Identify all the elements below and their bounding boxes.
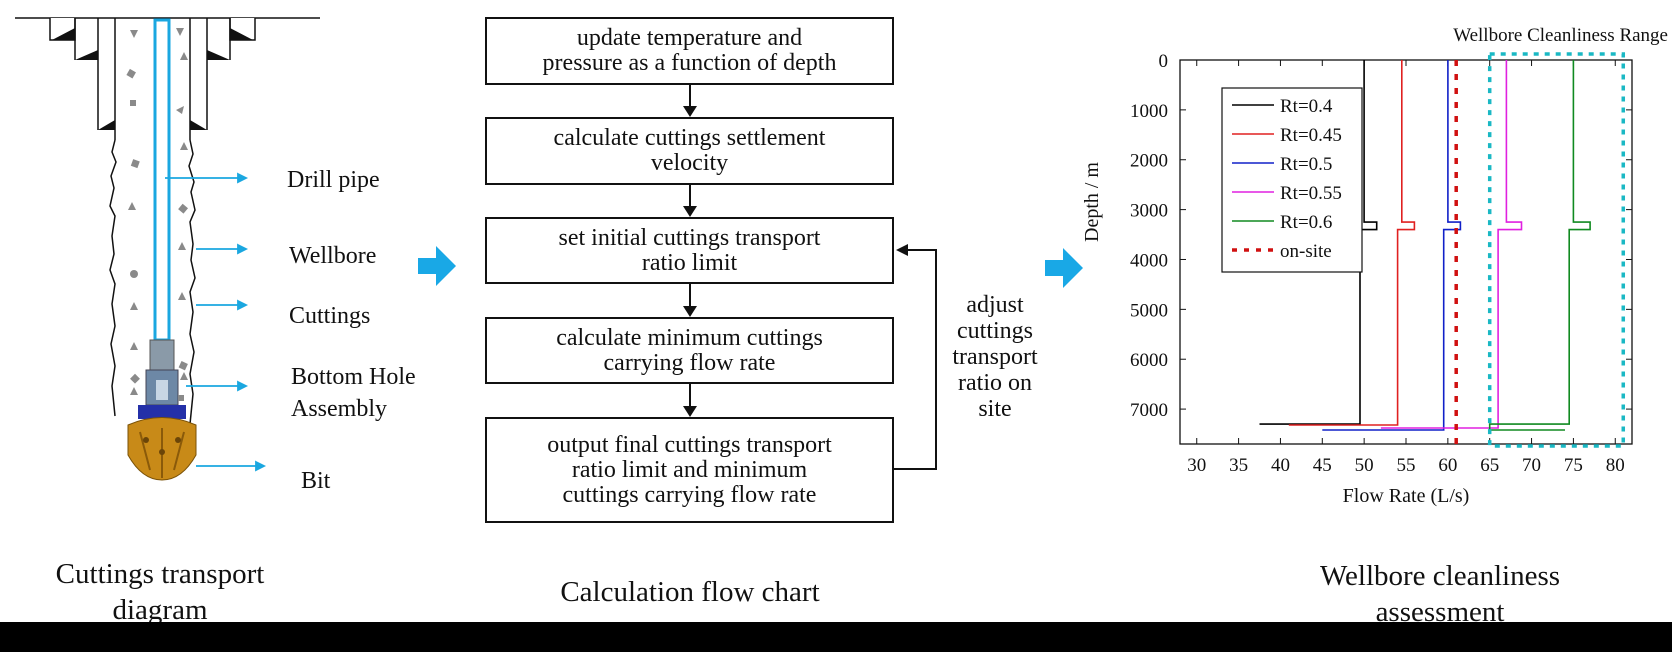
caption-left-line2: diagram — [112, 594, 208, 626]
cuttings-transport-diagram — [15, 17, 320, 481]
cleanliness-range-box — [1487, 52, 1626, 448]
x-axis-label: Flow Rate (L/s) — [1343, 485, 1470, 507]
x-tick-label: 75 — [1564, 455, 1583, 476]
caption-wellbore-assessment: Wellbore cleanliness assessment — [1270, 558, 1610, 630]
x-tick-label: 50 — [1355, 455, 1374, 476]
flow-arrow-1 — [683, 85, 697, 117]
flow-step-1-text: update temperature and pressure as a fun… — [542, 25, 837, 76]
flow-step-5-text: output final cuttings transport ratio li… — [547, 431, 832, 508]
flow-loop-label: adjust cuttings transport ratio on site — [952, 292, 1038, 422]
legend-label: Rt=0.4 — [1280, 96, 1333, 117]
legend-box — [1221, 87, 1363, 273]
series-line-rt-0-6 — [1488, 60, 1591, 431]
legend-label: Rt=0.6 — [1280, 212, 1332, 233]
y-tick-label: 1000 — [1130, 101, 1168, 122]
cleanliness-range-label: Wellbore Cleanliness Range — [1453, 25, 1668, 46]
flow-step-4-text: calculate minimum cuttings carrying flow… — [556, 324, 823, 376]
flow-step-2: calculate cuttings settlement velocity — [485, 117, 894, 185]
label-drill-pipe: Drill pipe — [287, 167, 380, 193]
x-tick-label: 55 — [1397, 455, 1416, 476]
flow-step-1: update temperature and pressure as a fun… — [485, 17, 894, 85]
x-tick-label: 40 — [1271, 455, 1290, 476]
bottom-black-bar — [0, 622, 1672, 652]
series-line-rt-0-45 — [1288, 60, 1416, 426]
flow-step-3-text: set initial cuttings transport ratio lim… — [558, 224, 821, 276]
flow-step-4: calculate minimum cuttings carrying flow… — [485, 317, 894, 384]
flow-step-2-text: calculate cuttings settlement velocity — [553, 125, 826, 176]
series-line-rt-0-4 — [1259, 60, 1378, 425]
y-tick-label: 4000 — [1130, 250, 1168, 271]
flow-arrow-2 — [683, 185, 697, 217]
series-line-rt-0-5 — [1322, 60, 1462, 431]
series-line-rt-0-55 — [1380, 60, 1523, 429]
connector-arrow-left — [418, 246, 456, 286]
y-tick-label: 3000 — [1130, 201, 1168, 222]
label-cuttings: Cuttings — [289, 303, 371, 329]
caption-flow-chart: Calculation flow chart — [560, 576, 820, 608]
connector-arrow-right — [1045, 248, 1083, 288]
legend-label: on-site — [1280, 241, 1332, 262]
x-tick-label: 70 — [1522, 455, 1541, 476]
x-tick-label: 45 — [1313, 455, 1332, 476]
y-tick-label: 6000 — [1130, 350, 1168, 371]
y-tick-label: 5000 — [1130, 300, 1168, 321]
legend-label: Rt=0.55 — [1280, 183, 1342, 204]
caption-left-line1: Cuttings transport — [55, 558, 265, 590]
x-tick-label: 80 — [1606, 455, 1625, 476]
y-tick-label: 7000 — [1130, 400, 1168, 421]
label-bha-line1: Bottom Hole — [291, 364, 416, 390]
flow-loop-arrow — [894, 244, 937, 470]
wellbore-cleanliness-chart: 30 35 40 45 50 55 60 65 70 75 80 0 1000 2000 3000 4000 5… — [1081, 25, 1668, 507]
y-axis-label: Depth / m — [1081, 162, 1103, 242]
label-wellbore: Wellbore — [289, 243, 377, 269]
caption-cuttings-transport: Cuttings transport diagram — [20, 556, 300, 628]
label-bit: Bit — [301, 468, 331, 494]
y-tick-label: 0 — [1159, 51, 1169, 72]
x-tick-label: 65 — [1480, 455, 1499, 476]
legend-label: Rt=0.45 — [1280, 125, 1342, 146]
flow-arrow-4 — [683, 384, 697, 417]
flow-step-3: set initial cuttings transport ratio lim… — [485, 217, 894, 284]
flow-step-5: output final cuttings transport ratio li… — [485, 417, 894, 523]
label-bha-line2: Assembly — [291, 396, 387, 422]
legend-label: Rt=0.5 — [1280, 154, 1332, 175]
flow-arrow-3 — [683, 284, 697, 317]
x-tick-label: 60 — [1438, 455, 1457, 476]
caption-right-line1: Wellbore cleanliness — [1319, 560, 1561, 592]
x-tick-label: 30 — [1187, 455, 1206, 476]
x-tick-label: 35 — [1229, 455, 1248, 476]
y-tick-label: 2000 — [1130, 151, 1168, 172]
